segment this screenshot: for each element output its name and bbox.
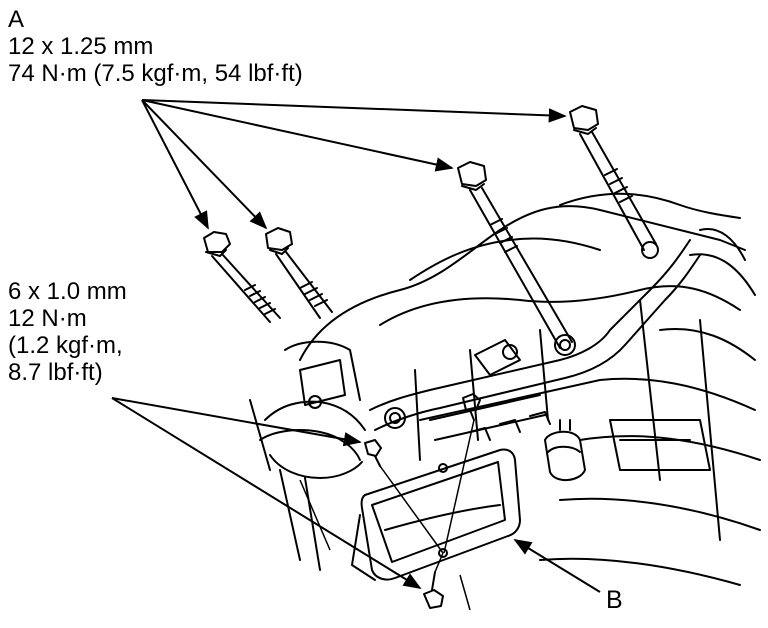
- leader-b: [513, 539, 601, 593]
- bolt-a-left: [203, 231, 281, 323]
- small-bolt-torque-nm: 12 N·m: [8, 305, 87, 332]
- leader-small-lower: [111, 397, 422, 589]
- small-bolt-torque-kgf: (1.2 kgf·m,: [8, 332, 123, 359]
- bolt-a-right: [569, 105, 657, 251]
- mount-bracket: [369, 239, 701, 461]
- bolt-a-size: 12 x 1.25 mm: [8, 33, 154, 60]
- leader-small-left: [111, 397, 362, 447]
- right-boss: [544, 419, 586, 481]
- cover-plate-b: [351, 448, 521, 581]
- leader-a-left: [141, 99, 209, 230]
- callout-letter-a: A: [8, 6, 25, 33]
- leader-a-center: [141, 99, 454, 172]
- left-mount-flange: [249, 340, 366, 571]
- leader-lines: [111, 99, 601, 593]
- bolt-axis-lines: [299, 419, 475, 611]
- leader-a-second: [141, 99, 268, 230]
- engine-block-outline: [299, 192, 761, 586]
- small-bolt-size: 6 x 1.0 mm: [8, 278, 127, 305]
- small-bolt-torque-lbf: 8.7 lbf·ft): [8, 359, 103, 386]
- small-bolt-callout: 6 x 1.0 mm 12 N·m (1.2 kgf·m, 8.7 lbf·ft…: [8, 278, 127, 386]
- bolt-a-torque: 74 N·m (7.5 kgf·m, 54 lbf·ft): [8, 60, 303, 87]
- callout-letter-b: B: [606, 586, 623, 614]
- small-bolt-left: [364, 439, 382, 467]
- bolt-a-second: [265, 227, 333, 319]
- small-bolt-lower: [423, 571, 444, 609]
- bolt-a-callout: A 12 x 1.25 mm 74 N·m (7.5 kgf·m, 54 lbf…: [8, 6, 303, 87]
- small-bolt-upper: [462, 393, 481, 421]
- leader-a-right: [141, 99, 567, 123]
- bolt-a-center: [457, 161, 573, 349]
